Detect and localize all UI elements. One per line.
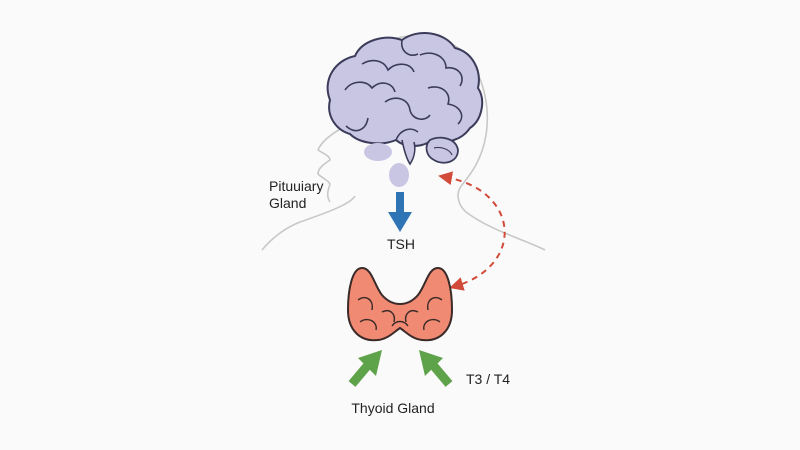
brain-icon [326, 32, 484, 166]
hormone-arrow-right [419, 350, 453, 387]
thyroid-gland-label: Thyoid Gland [351, 400, 435, 416]
pituitary-gland-label: Pituuiary Gland [269, 178, 339, 212]
pituitary-gland-blob [389, 163, 409, 187]
pituitary-label-line-1: Pituuiary [269, 178, 324, 194]
pituitary-label-line-2: Gland [269, 195, 307, 211]
hormone-arrow-left [348, 350, 382, 387]
face-profile-outline [317, 127, 343, 203]
negative-feedback-arrow [438, 171, 506, 291]
thyroid-gland-icon [346, 266, 454, 342]
hypothalamus-blob [364, 143, 392, 161]
t3-t4-label: T3 / T4 [466, 371, 511, 387]
neck-shoulder-left-outline [261, 195, 356, 251]
tsh-label: TSH [387, 236, 415, 252]
tsh-arrow [388, 192, 412, 232]
